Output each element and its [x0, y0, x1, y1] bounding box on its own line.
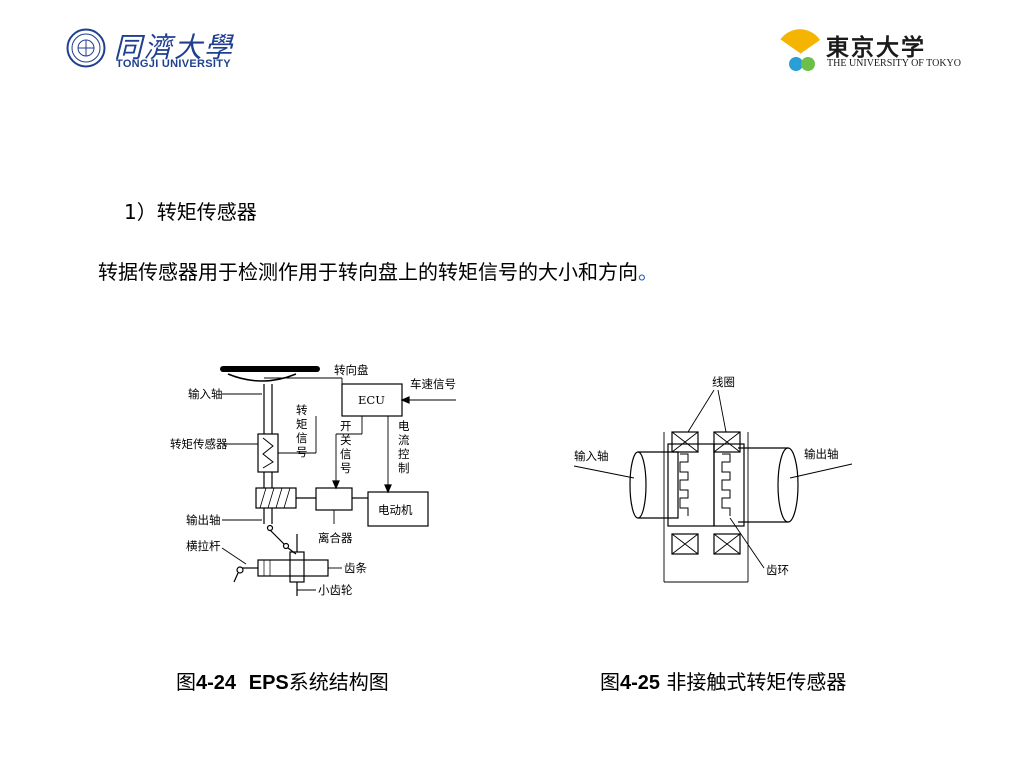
label-pinion: 小齿轮: [318, 583, 353, 597]
svg-text:矩: 矩: [296, 417, 308, 431]
input-shaft-cylinder: [638, 451, 679, 519]
label-motor: 电动机: [378, 503, 413, 517]
coil-bottom-left: [671, 533, 699, 555]
figure1-caption: 图4-24 EPS系统结构图: [176, 670, 389, 694]
label-steering-wheel: 转向盘: [334, 363, 369, 377]
utokyo-logo: 東京大学 THE UNIVERSITY OF TOKYO: [778, 28, 961, 74]
svg-text:号: 号: [296, 445, 308, 459]
clutch-box: [315, 487, 353, 511]
svg-text:控: 控: [398, 447, 410, 461]
label-output-shaft-2: 输出轴: [804, 447, 839, 461]
svg-text:电: 电: [398, 419, 410, 433]
tongji-name-en: TONGJI UNIVERSITY: [116, 58, 231, 70]
label-tie-rod: 横拉杆: [186, 539, 221, 553]
label-output-shaft: 输出轴: [186, 513, 221, 527]
eps-structure-diagram: 转向盘 车速信号 ECU 输入轴 转矩传感器 输出轴 横拉杆 电动机 离合器 齿…: [166, 358, 476, 604]
torque-sensor-box: [257, 433, 279, 473]
utokyo-name-cn: 東京大学: [826, 35, 926, 61]
tongji-logo: 同濟大學 TONGJI UNIVERSITY: [66, 26, 256, 74]
label-input-shaft-2: 输入轴: [574, 449, 609, 463]
section-description: 转据传感器用于检测作用于转向盘上的转矩信号的大小和方向。: [98, 256, 658, 285]
output-shaft-cylinder: [738, 447, 788, 523]
utokyo-name-en: THE UNIVERSITY OF TOKYO: [827, 58, 961, 69]
reduction-box: [255, 487, 297, 509]
svg-text:关: 关: [340, 433, 352, 447]
svg-text:号: 号: [340, 461, 352, 475]
label-current-control-vertical: 电 流 控 制: [398, 419, 410, 475]
tongji-seal-icon: [66, 28, 106, 68]
steering-wheel-rim: [227, 373, 297, 382]
diagram-lines: [221, 373, 456, 596]
noncontact-torque-sensor-diagram: 线圈 输入轴 输出轴 齿环: [568, 368, 858, 584]
steering-wheel-bar: [220, 366, 320, 372]
label-clutch: 离合器: [318, 531, 353, 545]
coil-top-left: [671, 431, 699, 453]
svg-text:开: 开: [340, 419, 352, 433]
description-period: 。: [638, 260, 658, 284]
label-ecu: ECU: [358, 393, 385, 407]
pinion-housing: [289, 551, 305, 583]
svg-text:制: 制: [398, 461, 410, 475]
svg-text:转: 转: [296, 403, 308, 417]
figure2-caption: 图4-25 非接触式转矩传感器: [600, 670, 847, 694]
label-speed-signal: 车速信号: [410, 377, 456, 391]
label-gear-ring: 齿环: [766, 563, 789, 577]
svg-text:信: 信: [340, 447, 352, 461]
label-torque-signal-vertical: 转 矩 信 号: [296, 403, 308, 459]
label-coil: 线圈: [712, 375, 735, 389]
coil-bottom-right: [713, 533, 741, 555]
coil-top-right: [713, 431, 741, 453]
tongji-name-cn: 同濟大學: [114, 31, 235, 64]
label-torque-sensor: 转矩传感器: [170, 437, 228, 451]
svg-text:信: 信: [296, 431, 308, 445]
label-input-shaft: 输入轴: [188, 387, 223, 401]
ginkgo-icon: [779, 29, 820, 71]
label-rack: 齿条: [344, 561, 367, 575]
section-heading: 1）转矩传感器: [124, 200, 257, 224]
label-switch-signal-vertical: 开 关 信 号: [340, 419, 352, 475]
svg-text:流: 流: [398, 433, 410, 447]
rack-bar: [257, 559, 329, 577]
motor-box: [367, 491, 429, 527]
description-text: 转据传感器用于检测作用于转向盘上的转矩信号的大小和方向: [98, 260, 638, 284]
